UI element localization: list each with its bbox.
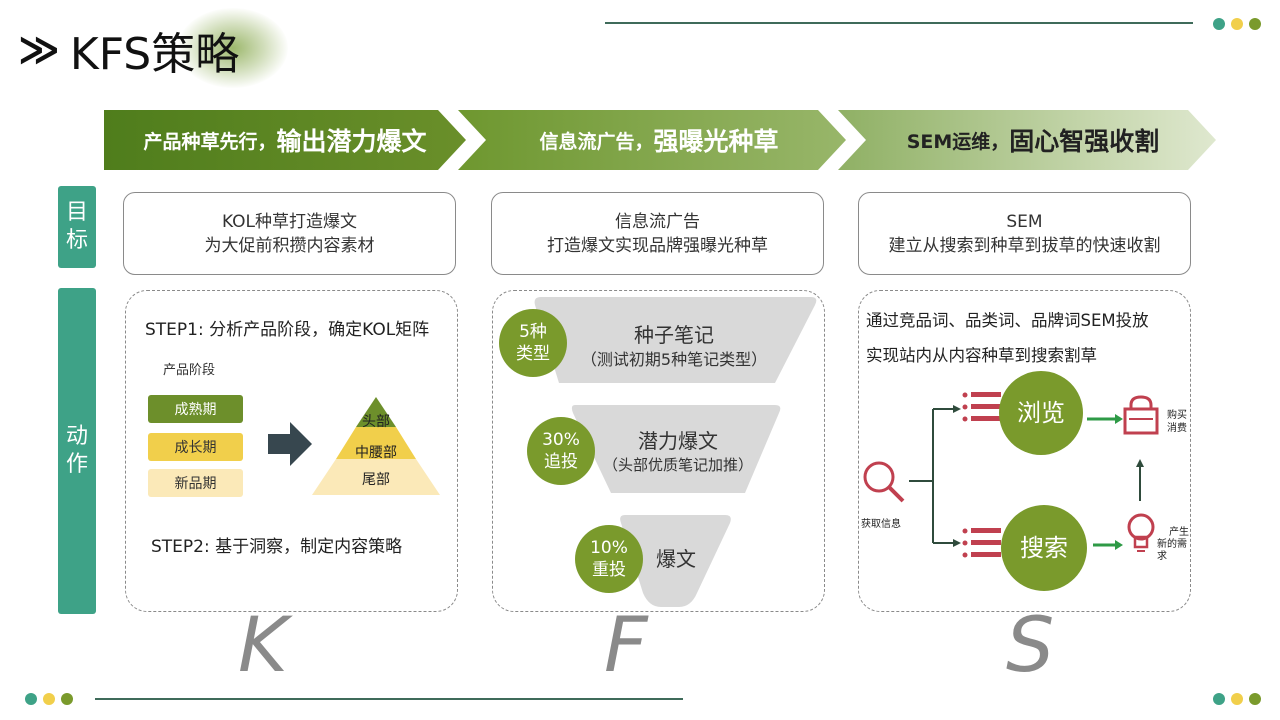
tier-potential-sub: （头部优质笔记加推） [602,456,753,474]
k-step1: STEP1: 分析产品阶段，确定KOL矩阵 [145,320,430,340]
goal-s-line2: 建立从搜索到种草到拔草的快速收割 [888,235,1161,256]
stage-growth: 成长期 [148,433,243,461]
badge-potential-line2: 追投 [544,452,578,472]
letter-f: F [604,600,648,689]
search-label: 搜索 [1020,534,1068,562]
banner-f-shape [458,110,846,170]
dot-olive [1249,18,1261,30]
k-stage-heading: 产品阶段 [163,363,216,378]
funnel-shapes [534,297,817,607]
buy-label: 购买 消费 [1167,409,1187,435]
badge-potential: 30% 追投 [527,417,595,485]
chevron-icon: ≫ [18,27,60,73]
title-glow [178,8,288,88]
dot-gold [1231,18,1243,30]
bottom-divider [95,698,683,700]
tier-potential-title: 潜力爆文 [638,429,718,453]
bottom-right-dot-olive [1249,693,1261,705]
title-text: KFS策略 [69,29,240,80]
badge-hit-line1: 10% [590,538,628,558]
page-title: ≫ KFS策略 [18,18,239,82]
s-flow-diagram [863,392,1159,558]
need-label-line2: 新的需求 [1157,539,1187,562]
banner-k-small: 产品种草先行， [143,130,277,153]
right-arrow-icon [268,422,312,466]
goal-k-line1: KOL种草打造爆文 [221,211,358,232]
goal-box-k: KOL种草打造爆文 为大促前积攒内容素材 [123,192,456,275]
need-label-line1: 产生 [1169,527,1189,538]
stage-new: 新品期 [148,469,243,497]
banner-s-shape [838,110,1216,170]
sidebar-goal: 目 标 [58,186,96,268]
banner-f-small: 信息流广告， [539,130,654,153]
stage-mature: 成熟期 [148,395,243,423]
tier-seed-title: 种子笔记 [634,323,714,347]
panel-f: 5种 类型 种子笔记 （测试初期5种笔记类型） 30% 追投 潜力爆文 （头部优… [492,290,825,612]
panel-k: STEP1: 分析产品阶段，确定KOL矩阵 产品阶段 成熟期 成长期 新品期 头… [125,290,458,612]
kol-pyramid [312,397,440,495]
letter-k: K [238,600,288,689]
banner-s-small: SEM运维， [906,130,1010,153]
goal-k-line2: 为大促前积攒内容素材 [204,235,375,256]
badge-hit: 10% 重投 [575,525,643,593]
pyramid-middle: 中腰部 [355,445,397,461]
sidebar-goal-char1: 目 [65,200,88,225]
need-label: 产生 新的需求 [1157,527,1190,563]
browse-label: 浏览 [1017,399,1065,427]
letter-s: S [1006,600,1055,689]
banner-k: 产品种草先行， 输出潜力爆文 [104,110,466,170]
banner-s-big: 固心智强收割 [1009,127,1160,156]
badge-hit-line2: 重投 [592,560,626,580]
buy-label-line2: 消费 [1167,423,1187,434]
s-desc-line2: 实现站内从内容种草到搜索割草 [866,346,1097,365]
sidebar-action: 动 作 [58,288,96,614]
panel-s: 通过竞品词、品类词、品牌词SEM投放 实现站内从内容种草到搜索割草 [858,290,1191,612]
goal-f-line2: 打造爆文实现品牌强曝光种草 [547,235,768,256]
bottom-dot-gold [43,693,55,705]
sidebar-action-char2: 作 [65,452,88,477]
badge-potential-line1: 30% [542,430,580,450]
banner-f-big: 强曝光种草 [653,127,779,156]
goal-f-line1: 信息流广告 [615,211,700,232]
goal-box-f: 信息流广告 打造爆文实现品牌强曝光种草 [491,192,824,275]
s-desc-line1: 通过竞品词、品类词、品牌词SEM投放 [866,311,1149,330]
banner-k-big: 输出潜力爆文 [276,127,427,156]
goal-box-s: SEM 建立从搜索到种草到拔草的快速收割 [858,192,1191,275]
bottom-right-dot-gold [1231,693,1243,705]
badge-seed-line1: 5种 [519,322,547,342]
dot-teal [1213,18,1225,30]
pyramid-top: 头部 [362,414,390,430]
get-info-label: 获取信息 [861,519,901,530]
sidebar-goal-char2: 标 [65,228,88,253]
badge-seed-line2: 类型 [516,344,550,364]
search-circle: 搜索 [1001,505,1087,591]
banner-f: 信息流广告， 强曝光种草 [458,110,846,170]
top-divider [605,22,1193,24]
tier-seed-sub: （测试初期5种笔记类型） [580,350,768,369]
bottom-dot-olive [61,693,73,705]
badge-seed: 5种 类型 [499,309,567,377]
goal-s-line1: SEM [1006,211,1043,232]
pyramid-bottom: 尾部 [362,472,390,488]
buy-label-line1: 购买 [1167,410,1187,421]
k-step2: STEP2: 基于洞察，制定内容策略 [151,537,403,557]
bottom-right-dot-teal [1213,693,1225,705]
tier-hit-title: 爆文 [656,547,696,571]
sidebar-action-char1: 动 [65,424,88,449]
browse-circle: 浏览 [999,371,1083,455]
banner-k-shape [104,110,466,170]
banner-s: SEM运维， 固心智强收割 [838,110,1216,170]
bottom-dot-teal [25,693,37,705]
